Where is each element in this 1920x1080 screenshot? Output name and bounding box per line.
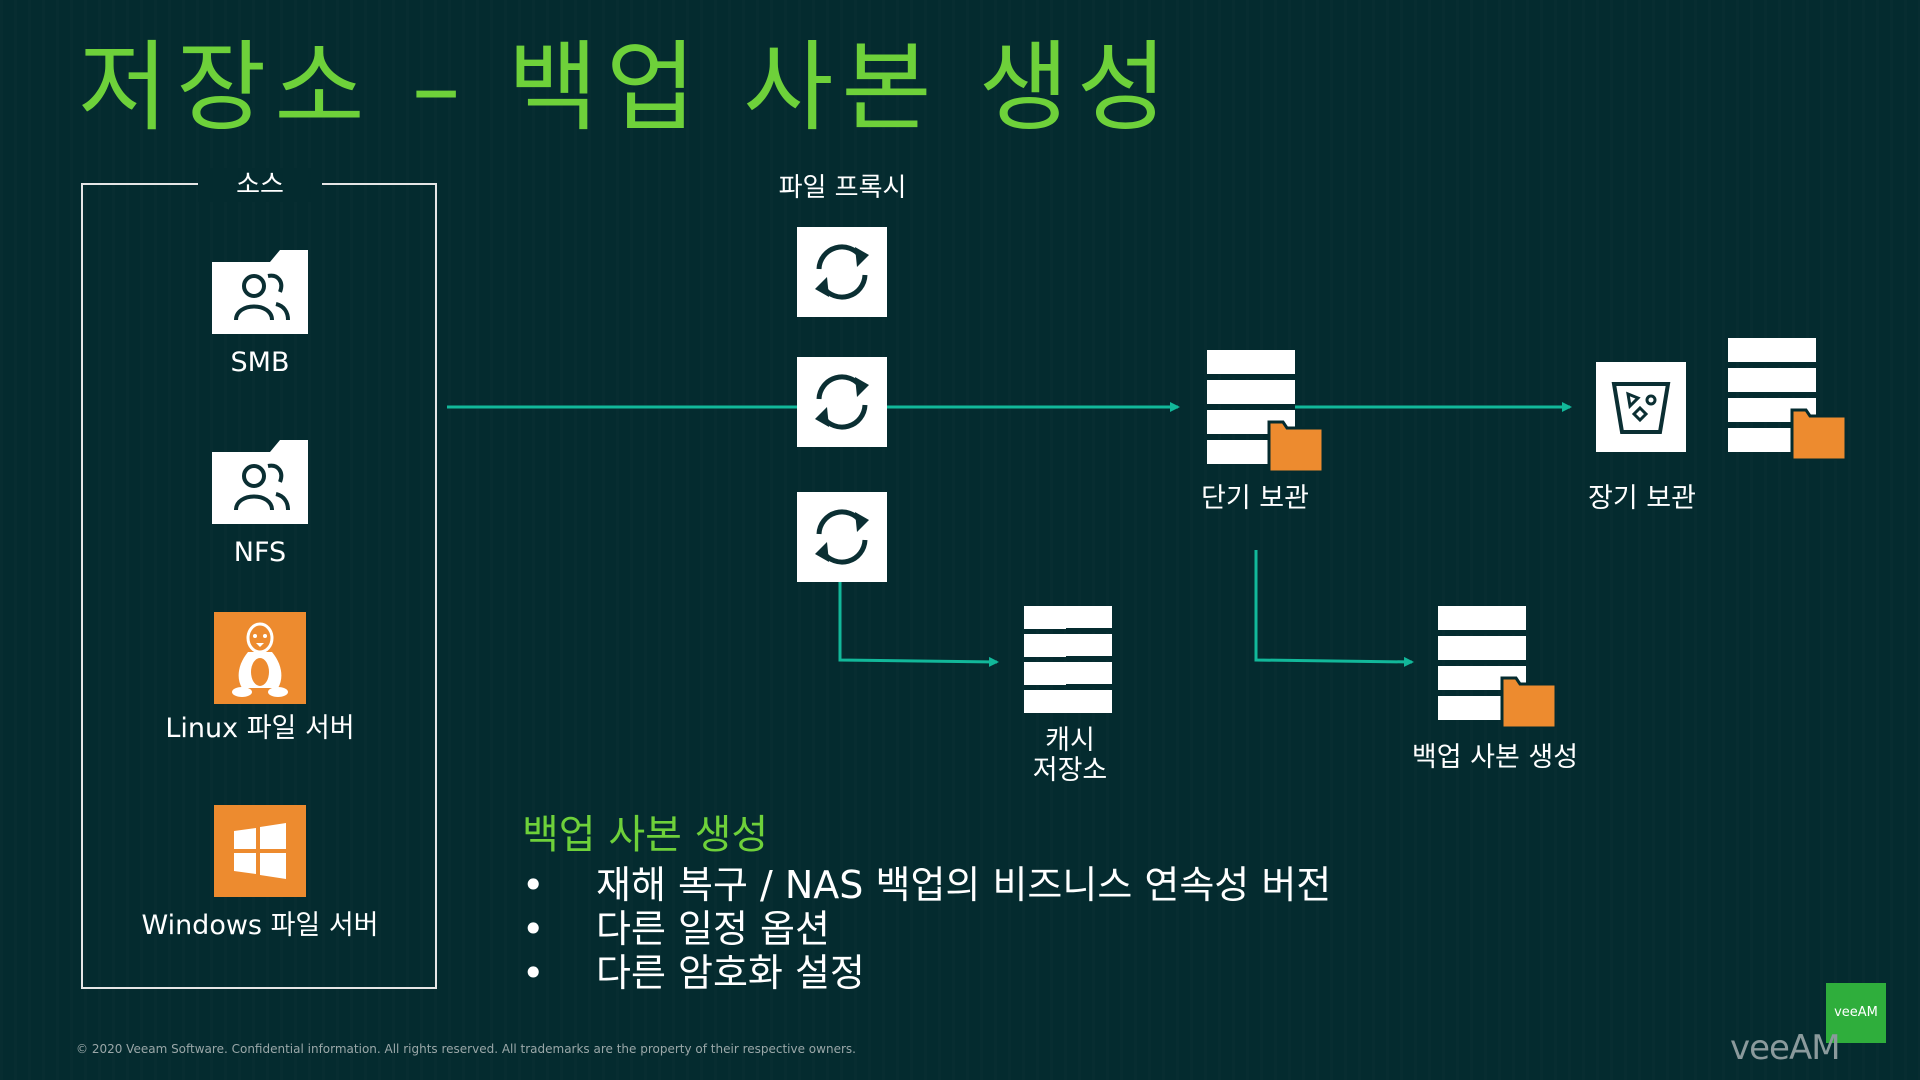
source-label-windows: Windows 파일 서버 xyxy=(141,910,379,941)
backup-copy-repository-icon xyxy=(1438,606,1556,728)
arrow-proxy-to-cache xyxy=(838,582,999,667)
file-proxy-2 xyxy=(797,357,887,447)
source-label-linux: Linux 파일 서버 xyxy=(165,713,355,744)
bullet-text: 다른 암호화 설정 xyxy=(596,951,865,995)
bullet-marker: • xyxy=(522,907,545,951)
linux-icon xyxy=(232,622,288,697)
source-label-smb: SMB xyxy=(230,347,290,378)
veeam-badge: veeAM xyxy=(1826,983,1886,1043)
cache-label-line1: 캐시 xyxy=(1045,725,1095,756)
proxy-label: 파일 프록시 xyxy=(778,173,907,203)
short-term-label: 단기 보관 xyxy=(1201,483,1309,514)
object-storage-bucket-icon xyxy=(1611,382,1671,434)
windows-icon xyxy=(234,823,286,879)
backup-copy-label: 백업 사본 생성 xyxy=(1411,742,1579,773)
bullet-text: 재해 복구 / NAS 백업의 비즈니스 연속성 버전 xyxy=(596,863,1332,907)
bullet-text: 다른 일정 옵션 xyxy=(596,907,830,951)
network-share-icon xyxy=(212,440,308,524)
source-label-nfs: NFS xyxy=(233,537,287,568)
sync-icon xyxy=(815,244,869,300)
sync-icon xyxy=(815,374,869,430)
page-title: 저장소 – 백업 사본 생성 xyxy=(78,31,1176,145)
network-share-icon xyxy=(212,250,308,334)
veeam-badge-text: veeAM xyxy=(1834,1005,1878,1020)
bullet-heading: 백업 사본 생성 xyxy=(522,812,769,858)
sync-icon xyxy=(815,509,869,565)
windows-tile xyxy=(214,805,306,897)
file-proxy-1 xyxy=(797,227,887,317)
bullet-marker: • xyxy=(522,951,545,995)
file-proxy-3 xyxy=(797,492,887,582)
bullet-marker: • xyxy=(522,863,545,907)
cache-label-line2: 저장소 xyxy=(1032,755,1108,786)
source-title: 소스 xyxy=(198,168,322,202)
veeam-logo: veeAM xyxy=(1730,1028,1841,1068)
long-term-label: 장기 보관 xyxy=(1588,483,1696,514)
arrow-short-to-backup-copy xyxy=(1254,550,1414,667)
long-term-repository-icon xyxy=(1728,338,1846,460)
copyright-footer: © 2020 Veeam Software. Confidential info… xyxy=(76,1042,856,1056)
short-term-repository-icon xyxy=(1207,350,1323,472)
cache-repository-icon xyxy=(1024,606,1112,713)
